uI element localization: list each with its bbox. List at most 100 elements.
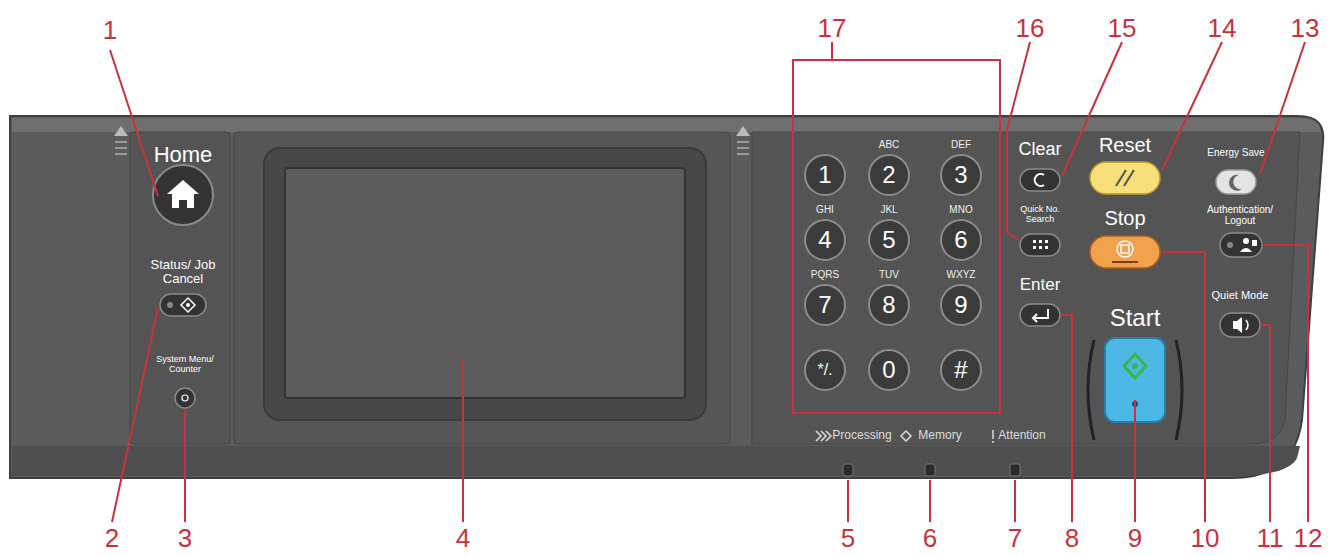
callout-number: 1: [103, 16, 117, 45]
callout-number: 11: [1257, 524, 1284, 553]
authentication-button: [1227, 242, 1233, 248]
stop-button: [1090, 236, 1160, 268]
leader-line: [462, 360, 464, 522]
stop-button: [1117, 241, 1133, 257]
touch-panel: [234, 132, 730, 444]
callout-number: 9: [1128, 524, 1142, 553]
start-button: [1088, 340, 1094, 440]
keypad-key: 6: [940, 219, 982, 261]
key-letters: DEF: [951, 139, 971, 150]
callout-number: 15: [1108, 14, 1137, 43]
leader-line: [793, 60, 1000, 413]
quick-search-button: [1039, 246, 1042, 249]
touch-panel: [285, 168, 685, 398]
clear-button: [1035, 174, 1044, 186]
callout-number: 10: [1191, 524, 1220, 553]
leader-line: [110, 42, 1308, 522]
leader-line: [112, 308, 158, 522]
key-name: Reset: [1099, 134, 1151, 156]
leader-line: [1264, 245, 1308, 522]
indicator-lamp: [1010, 464, 1020, 476]
leader-line: [1014, 480, 1016, 522]
leader-line: [831, 42, 833, 60]
quick-search-button: [1045, 246, 1048, 249]
leader-line: [929, 480, 931, 522]
quiet-mode-button: [1246, 320, 1248, 330]
quick-search-button: [1020, 234, 1060, 256]
keypad-key: 0: [868, 349, 910, 391]
key-legend: 3: [954, 163, 967, 187]
keypad-key: 5: [868, 219, 910, 261]
touch-panel: [264, 148, 706, 420]
reset-button: [1090, 162, 1160, 194]
key-name: Authentication/ Logout: [1195, 204, 1285, 226]
panel-housing: [12, 118, 1320, 132]
home-button: [167, 180, 199, 208]
key-legend: 2: [882, 163, 895, 187]
keypad-key: 2: [868, 154, 910, 196]
system-menu-button: [182, 395, 188, 401]
leader-line: [110, 50, 158, 196]
key-legend: 0: [882, 358, 895, 382]
callout-number: 2: [105, 524, 119, 553]
right-section: [737, 147, 749, 149]
key-letters: PQRS: [811, 269, 839, 280]
leader-line: [847, 480, 849, 522]
key-legend: 5: [882, 228, 895, 252]
keypad-key: #: [940, 349, 982, 391]
keypad-key: */.: [804, 349, 846, 391]
energy-save-button: [1216, 170, 1256, 194]
left-section: [130, 132, 230, 444]
indicator-lamp: [925, 464, 935, 476]
enter-button: [1020, 304, 1060, 326]
keypad-key: 9: [940, 284, 982, 326]
callout-number: 12: [1294, 524, 1323, 553]
start-button: [1124, 354, 1146, 378]
panel-housing: [12, 446, 1300, 476]
indicator-name: Processing: [832, 429, 891, 442]
keypad-key: 3: [940, 154, 982, 196]
keypad-key: 4: [804, 219, 846, 261]
stop-button: [1121, 245, 1129, 253]
keypad-key: 7: [804, 284, 846, 326]
authentication-button: [1252, 240, 1257, 246]
authentication-button: [1240, 248, 1252, 252]
quick-search-button: [1039, 240, 1042, 243]
key-name: Enter: [1020, 276, 1061, 295]
key-name: Home: [154, 143, 213, 167]
callout-number: 14: [1208, 14, 1237, 43]
authentication-button: [1220, 233, 1262, 257]
key-legend: #: [954, 358, 967, 382]
key-legend: 8: [882, 293, 895, 317]
callout-number: 3: [178, 524, 192, 553]
indicator-name: Memory: [918, 429, 961, 442]
clear-button: [1020, 169, 1060, 191]
callout-number: 5: [841, 524, 855, 553]
status-button: [167, 302, 173, 308]
key-name: Stop: [1104, 207, 1145, 229]
key-letters: MNO: [949, 204, 972, 215]
key-letters: TUV: [879, 269, 899, 280]
key-legend: 6: [954, 228, 967, 252]
quick-search-button: [1033, 240, 1036, 243]
authentication-button: [1220, 233, 1262, 257]
indicator-symbols: [992, 441, 994, 443]
key-legend: */.: [817, 362, 832, 378]
quick-search-button: [1020, 234, 1060, 256]
right-section: [737, 141, 749, 143]
key-name: Start: [1110, 305, 1161, 331]
reset-button: [1090, 162, 1160, 194]
key-letters: ABC: [879, 139, 900, 150]
right-section: [736, 126, 750, 136]
system-menu-button: [175, 388, 195, 408]
reset-button: [1124, 170, 1134, 186]
panel-housing: [10, 116, 1323, 478]
status-button: [160, 294, 206, 316]
quick-search-button: [1033, 246, 1036, 249]
status-button: [160, 294, 206, 316]
clear-button: [1020, 169, 1060, 191]
leader-line: [1062, 315, 1072, 522]
key-legend: 4: [818, 228, 831, 252]
quiet-mode-button: [1220, 313, 1260, 337]
key-name: Energy Save: [1207, 147, 1264, 158]
